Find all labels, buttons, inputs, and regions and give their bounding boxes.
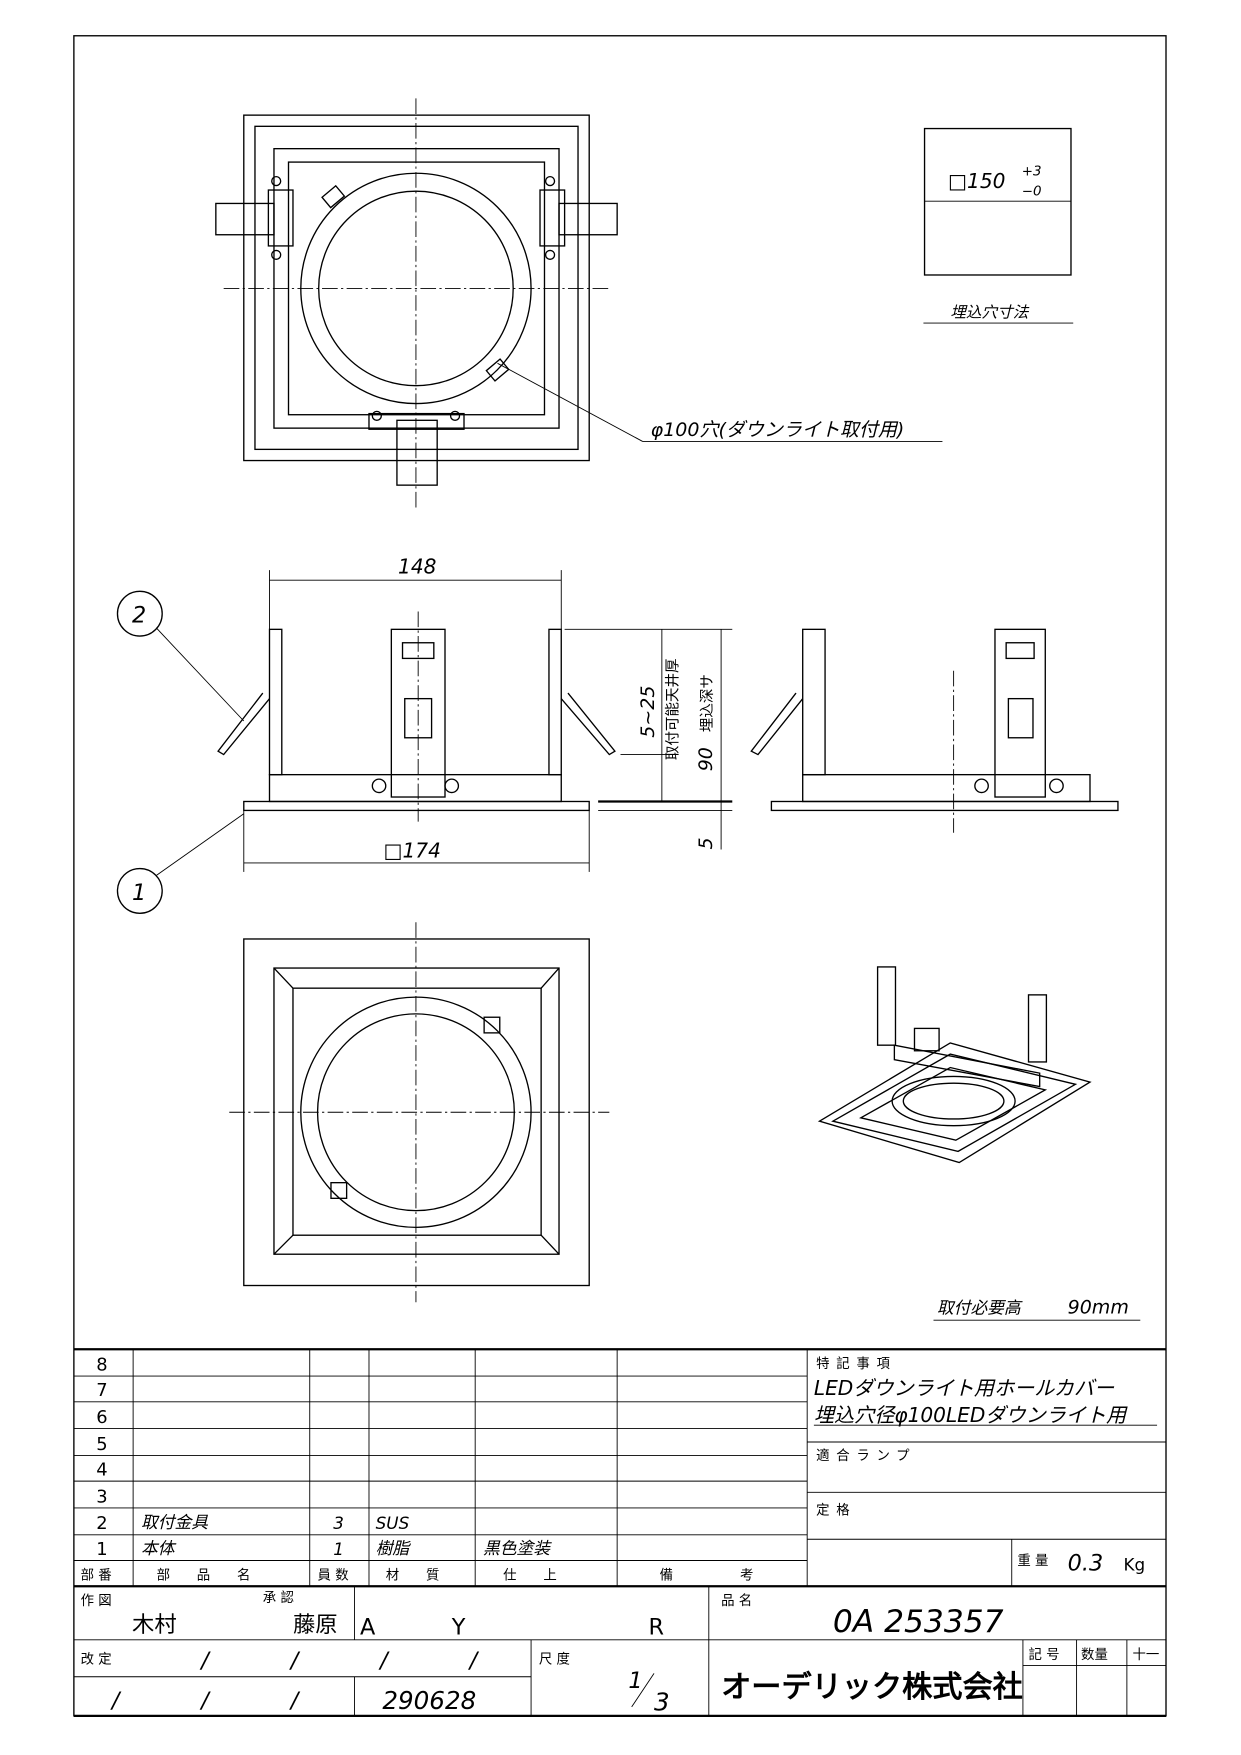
lamp-label: 適合ランプ [816, 1447, 916, 1464]
code-y: Y [451, 1614, 466, 1640]
balloon-2: 2 [132, 603, 146, 629]
symbol-label: 記 号 [1029, 1646, 1060, 1663]
part-name: 取付金具 [141, 1512, 208, 1532]
bottom-view [229, 922, 610, 1303]
part-name: 本体 [141, 1538, 177, 1558]
weight-label: 重 量 [1017, 1553, 1048, 1569]
row-no: 8 [96, 1354, 107, 1375]
revision-slash: / [289, 1688, 301, 1714]
revision-slash: / [289, 1648, 301, 1674]
header-material: 材 質 [386, 1568, 440, 1584]
product-name: 0A 253357 [833, 1604, 1004, 1640]
code-a: A [360, 1614, 376, 1640]
weight-value: 0.3 [1068, 1551, 1104, 1577]
revision-label: 改 定 [81, 1651, 112, 1667]
row-no: 3 [96, 1486, 107, 1507]
special-label: 特記事項 [816, 1355, 896, 1372]
required-height-label: 取付必要高 [937, 1297, 1023, 1317]
drawn-label: 作 図 [81, 1593, 112, 1609]
hole-label: φ100穴(ダウンライト取付用) [651, 419, 905, 441]
special-line1: LEDダウンライト用ホールカバー [814, 1376, 1115, 1400]
date: 290628 [382, 1686, 476, 1715]
header-finish: 仕 上 [503, 1568, 557, 1584]
required-height-value: 90mm [1068, 1296, 1129, 1318]
scale-label: 尺 度 [539, 1651, 570, 1667]
row-no: 4 [96, 1460, 107, 1481]
side-view: 148 □174 2 1 5~25 取付可能天井厚 90 埋込深サ 5 [116, 554, 733, 914]
header-note: 備 考 [660, 1568, 754, 1584]
approved-by: 藤原 [293, 1612, 338, 1638]
top-view: φ100穴(ダウンライト取付用) [215, 98, 943, 509]
rating-label: 定格 [816, 1503, 856, 1519]
row-no: 5 [96, 1434, 107, 1455]
drawn-by: 木村 [132, 1612, 177, 1638]
approved-label: 承 認 [263, 1590, 294, 1606]
header-no: 部 番 [81, 1568, 112, 1584]
dim-ceiling-label: 取付可能天井厚 [665, 659, 682, 761]
balloon-1: 1 [132, 880, 146, 906]
part-material: SUS [376, 1513, 410, 1533]
sheet-frame [73, 35, 1167, 1717]
dim-width: 148 [398, 554, 436, 578]
special-line2: 埋込穴径φ100LEDダウンライト用 [814, 1403, 1128, 1427]
dim-flange-thick: 5 [695, 837, 717, 849]
revision-slash: / [199, 1688, 211, 1714]
scale-num: 1 [628, 1668, 642, 1694]
product-label: 品 名 [721, 1593, 752, 1609]
cutout-dimension: □150 +3 −0 埋込穴寸法 [923, 127, 1074, 324]
cutout-tol-plus: +3 [1022, 165, 1042, 180]
revision-slash: / [468, 1648, 480, 1674]
header-name: 部 品 名 [157, 1568, 251, 1584]
header-qty: 員 数 [318, 1568, 350, 1584]
part-qty: 3 [333, 1513, 344, 1533]
row-no: 7 [96, 1380, 107, 1401]
row-no: 6 [96, 1407, 107, 1428]
dim-flange: □174 [384, 838, 441, 862]
part-material: 樹脂 [376, 1538, 412, 1558]
row-no: 2 [96, 1513, 107, 1534]
cutout-caption: 埋込穴寸法 [950, 302, 1029, 321]
parts-table: 8 7 6 5 4 3 2 1 取付金具 3 SUS 本体 1 樹脂 黒色塗装 … [73, 1348, 1167, 1587]
dim-depth-label: 埋込深サ [699, 674, 716, 732]
revision-slash: / [110, 1688, 122, 1714]
part-finish: 黒色塗装 [483, 1538, 552, 1558]
dim-depth: 90 [695, 747, 717, 771]
tolerance-label: 十一 [1132, 1647, 1159, 1663]
dim-ceiling: 5~25 [637, 686, 659, 738]
revision-slash: / [199, 1648, 211, 1674]
weight-unit: Kg [1124, 1555, 1146, 1575]
part-qty: 1 [333, 1539, 344, 1559]
cutout-dim: □150 [948, 169, 1005, 193]
code-r: R [648, 1614, 664, 1640]
company-name: オーデリック株式会社 [721, 1669, 1023, 1705]
revision-slash: / [378, 1648, 390, 1674]
quantity-label: 数量 [1081, 1647, 1108, 1663]
cutout-tol-minus: −0 [1022, 185, 1042, 200]
isometric-view [817, 966, 1092, 1164]
title-block: 作 図 木村 承 認 藤原 A Y R 品 名 0A 253357 改 定 / … [73, 1585, 1167, 1717]
scale-den: 3 [654, 1687, 670, 1716]
side-view-2 [750, 628, 1119, 833]
row-no: 1 [96, 1539, 107, 1560]
